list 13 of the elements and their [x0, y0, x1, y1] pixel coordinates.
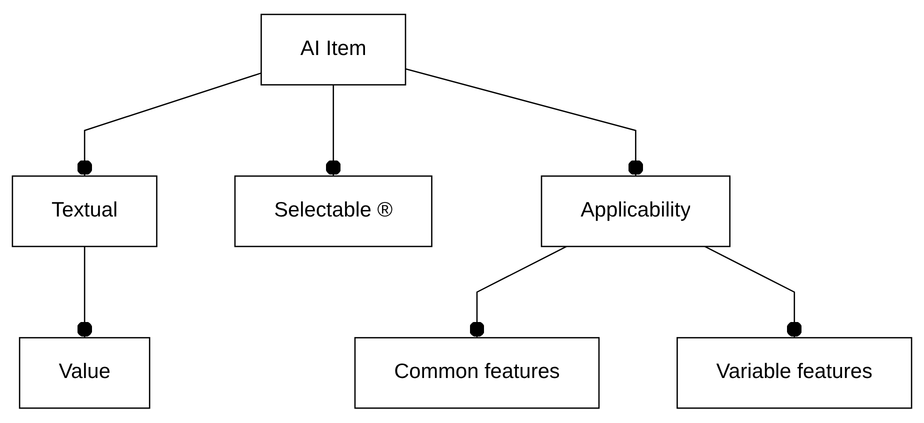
node-box: Common features [354, 337, 600, 409]
connector [325, 85, 342, 176]
node-box: Textual [12, 176, 158, 248]
connector [76, 246, 92, 338]
node-box: AI Item [260, 14, 406, 86]
connector [76, 72, 262, 176]
connector [469, 246, 567, 338]
connector [704, 246, 802, 338]
node-box: Variable features [676, 337, 912, 409]
connector [405, 68, 644, 176]
node-box: Value [18, 337, 150, 409]
node-box: Applicability [540, 176, 730, 248]
node-box: Selectable ® [234, 176, 432, 248]
